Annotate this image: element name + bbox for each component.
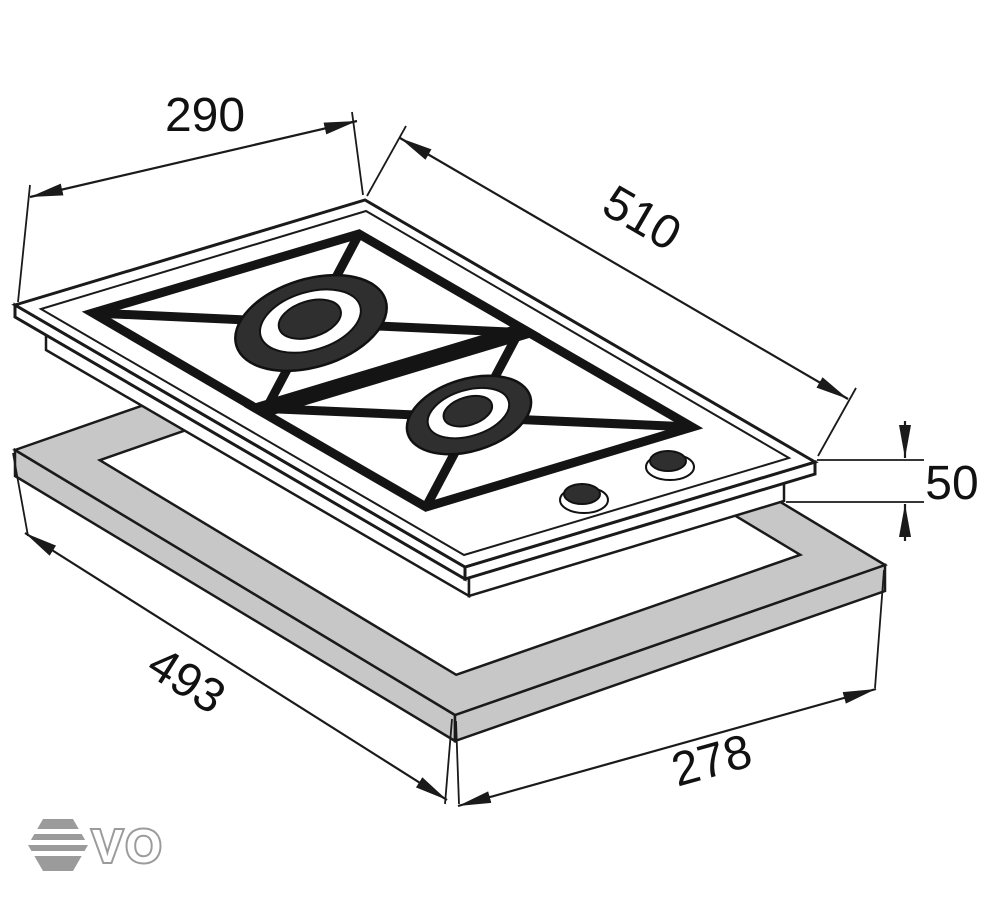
knob-top: [563, 483, 601, 505]
dimension-hob-height: 50: [786, 421, 979, 541]
dimension-hob-width: 290: [17, 89, 364, 303]
dim-label-hob-height: 50: [925, 457, 978, 510]
dimension-line: [24, 532, 448, 801]
hob-inner-rim: [38, 209, 792, 557]
burner-rear: [234, 273, 388, 373]
hexagon-stripe: [22, 851, 92, 856]
evo-logo: VO: [22, 818, 164, 874]
extension-line: [366, 125, 407, 197]
knob-top: [649, 450, 687, 472]
control-knob-right: [645, 450, 695, 481]
extension-line: [12, 452, 29, 537]
control-knob-left: [559, 483, 609, 514]
dim-label-hob-width: 290: [165, 89, 245, 142]
burner-rear-cap: [277, 298, 342, 340]
extension-line: [817, 387, 857, 457]
dimension-line: [29, 119, 358, 199]
extension-line: [17, 184, 31, 303]
hexagon-stripe: [22, 840, 92, 845]
evo-logo-text: VO: [92, 820, 164, 872]
hexagon-stripe: [22, 829, 92, 834]
dimension-line: [457, 687, 877, 808]
extension-line: [874, 569, 885, 689]
dimension-line: [399, 137, 849, 400]
